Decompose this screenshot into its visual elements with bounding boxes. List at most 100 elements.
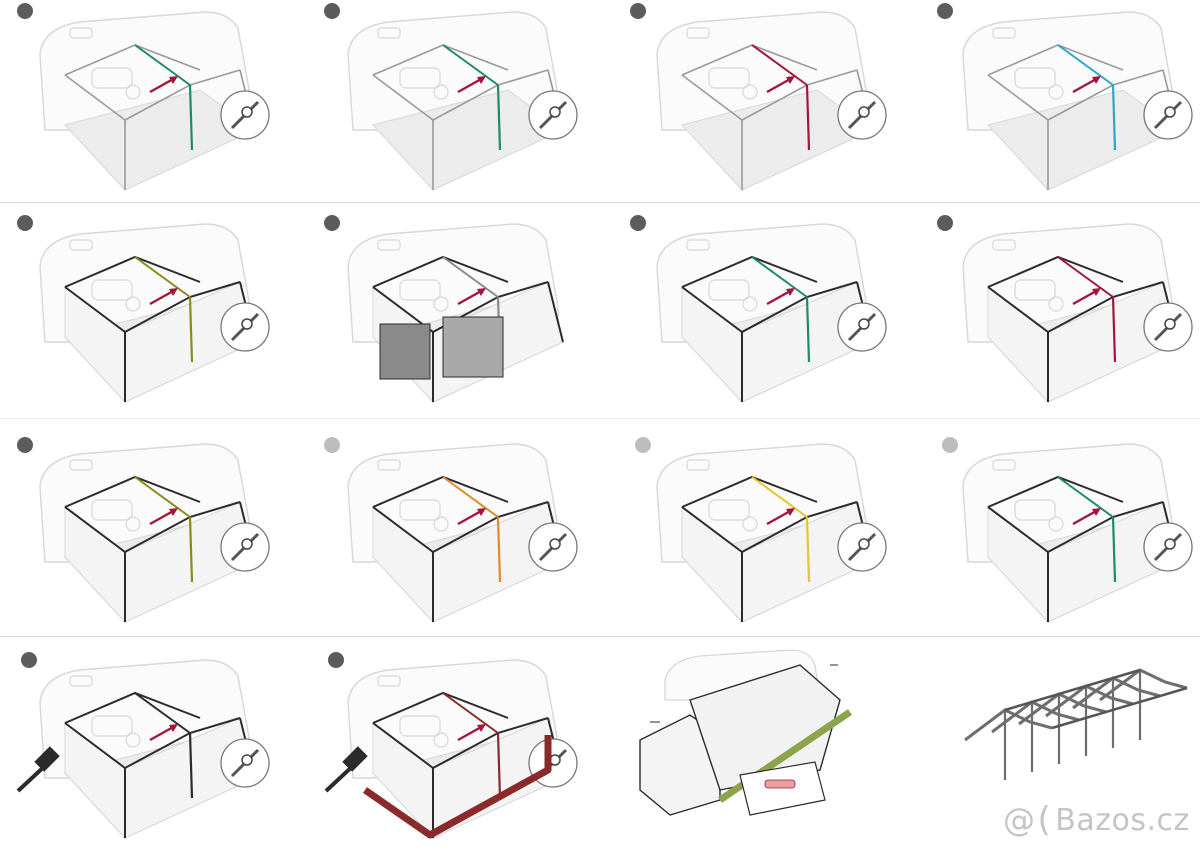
arrow-head: [477, 724, 486, 732]
caravan-window: [399, 715, 441, 737]
frame-side-beam: [64, 722, 126, 769]
direction-arrow: [1072, 508, 1101, 526]
caravan-roof-hatch: [992, 27, 1016, 39]
caravan-window: [399, 499, 441, 521]
arrow-head: [477, 76, 486, 84]
accent-pole: [188, 516, 194, 583]
step-marker: [328, 652, 344, 668]
step-marker: [324, 215, 340, 231]
direction-arrow: [457, 724, 486, 742]
arrow-head: [169, 288, 178, 296]
caravan-roof-hatch: [377, 459, 401, 471]
caravan-window: [708, 67, 750, 89]
frame-side-beam: [681, 286, 743, 333]
step-panel-11: [635, 437, 887, 624]
accent-rafter: [442, 476, 499, 518]
caravan-window: [399, 67, 441, 89]
step-marker: [937, 215, 953, 231]
caravan-window: [91, 499, 133, 521]
accent-pole: [805, 516, 811, 583]
accent-pole: [496, 516, 502, 583]
step-marker: [17, 215, 33, 231]
arrow-shaft: [457, 508, 484, 526]
caravan-roof-hatch: [377, 27, 401, 39]
step-panel-7: [630, 215, 887, 404]
arrow-shaft: [766, 508, 793, 526]
mallet-head: [342, 746, 368, 772]
step-panel-15: [639, 649, 852, 816]
accent-rafter: [134, 476, 191, 518]
caravan-roof-hatch: [686, 27, 710, 39]
accent-rafter: [442, 692, 499, 734]
caravan-wheel: [742, 296, 758, 312]
caravan-roof-hatch: [686, 459, 710, 471]
caravan-wheel: [433, 732, 449, 748]
accent-pole: [1111, 296, 1117, 363]
callout-joint: [858, 538, 870, 550]
frame-side-beam: [987, 74, 1049, 121]
callout-joint: [1164, 538, 1176, 550]
frame-side-beam: [987, 286, 1049, 333]
arrow-head: [169, 724, 178, 732]
wall-panel: [379, 323, 431, 380]
step-panel-13: [21, 652, 270, 840]
watermark-paren: (: [1037, 800, 1052, 840]
step-panel-3: [630, 3, 887, 191]
frame-front-pole: [547, 281, 564, 343]
frame-side-beam: [64, 506, 126, 553]
accent-rafter: [1057, 476, 1114, 518]
caravan-wheel: [125, 732, 141, 748]
caravan-wheel: [433, 296, 449, 312]
accent-pole: [496, 84, 502, 151]
watermark-at: @: [1003, 801, 1036, 839]
direction-arrow: [457, 76, 486, 94]
accent-pole: [188, 296, 194, 363]
direction-arrow: [1072, 76, 1101, 94]
arrow-head: [169, 76, 178, 84]
frame-rafter: [1072, 676, 1161, 710]
caravan-wheel: [125, 516, 141, 532]
caravan-window: [1014, 499, 1056, 521]
caravan-roof-hatch: [992, 459, 1016, 471]
caravan-wheel: [742, 516, 758, 532]
accent-pole: [188, 732, 194, 799]
accent-rafter: [442, 44, 499, 86]
arrow-shaft: [457, 724, 484, 742]
step-marker: [942, 437, 958, 453]
arrow-head: [477, 508, 486, 516]
frame-side-beam: [372, 506, 434, 553]
arrow-head: [1092, 288, 1101, 296]
step-panel-2: [324, 3, 578, 191]
frame-side-beam: [681, 74, 743, 121]
mallet-icon: [324, 746, 368, 793]
frame-ridge: [1051, 686, 1188, 730]
direction-arrow: [149, 288, 178, 306]
callout-joint: [1164, 106, 1176, 118]
arrow-shaft: [766, 288, 793, 306]
caravan-wheel: [1048, 516, 1064, 532]
accent-pole: [805, 84, 811, 151]
arrow-head: [1092, 508, 1101, 516]
arrow-shaft: [457, 288, 484, 306]
caravan-window: [91, 67, 133, 89]
step-panel-16: [964, 668, 1188, 780]
arrow-shaft: [766, 76, 793, 94]
callout-joint: [549, 538, 561, 550]
frame-rafter: [991, 700, 1080, 734]
step-panel-9: [17, 437, 270, 624]
direction-arrow: [1072, 288, 1101, 306]
caravan-roof-hatch: [69, 239, 93, 251]
callout-joint: [241, 106, 253, 118]
step-panel-6: [324, 215, 564, 404]
caravan-roof-hatch: [69, 27, 93, 39]
arrow-head: [1092, 76, 1101, 84]
frame-side-beam: [372, 722, 434, 769]
caravan-wheel: [125, 296, 141, 312]
caravan-window: [91, 715, 133, 737]
callout-joint: [241, 754, 253, 766]
caravan-window: [708, 499, 750, 521]
step-marker: [21, 652, 37, 668]
ground-beam: [718, 709, 852, 803]
